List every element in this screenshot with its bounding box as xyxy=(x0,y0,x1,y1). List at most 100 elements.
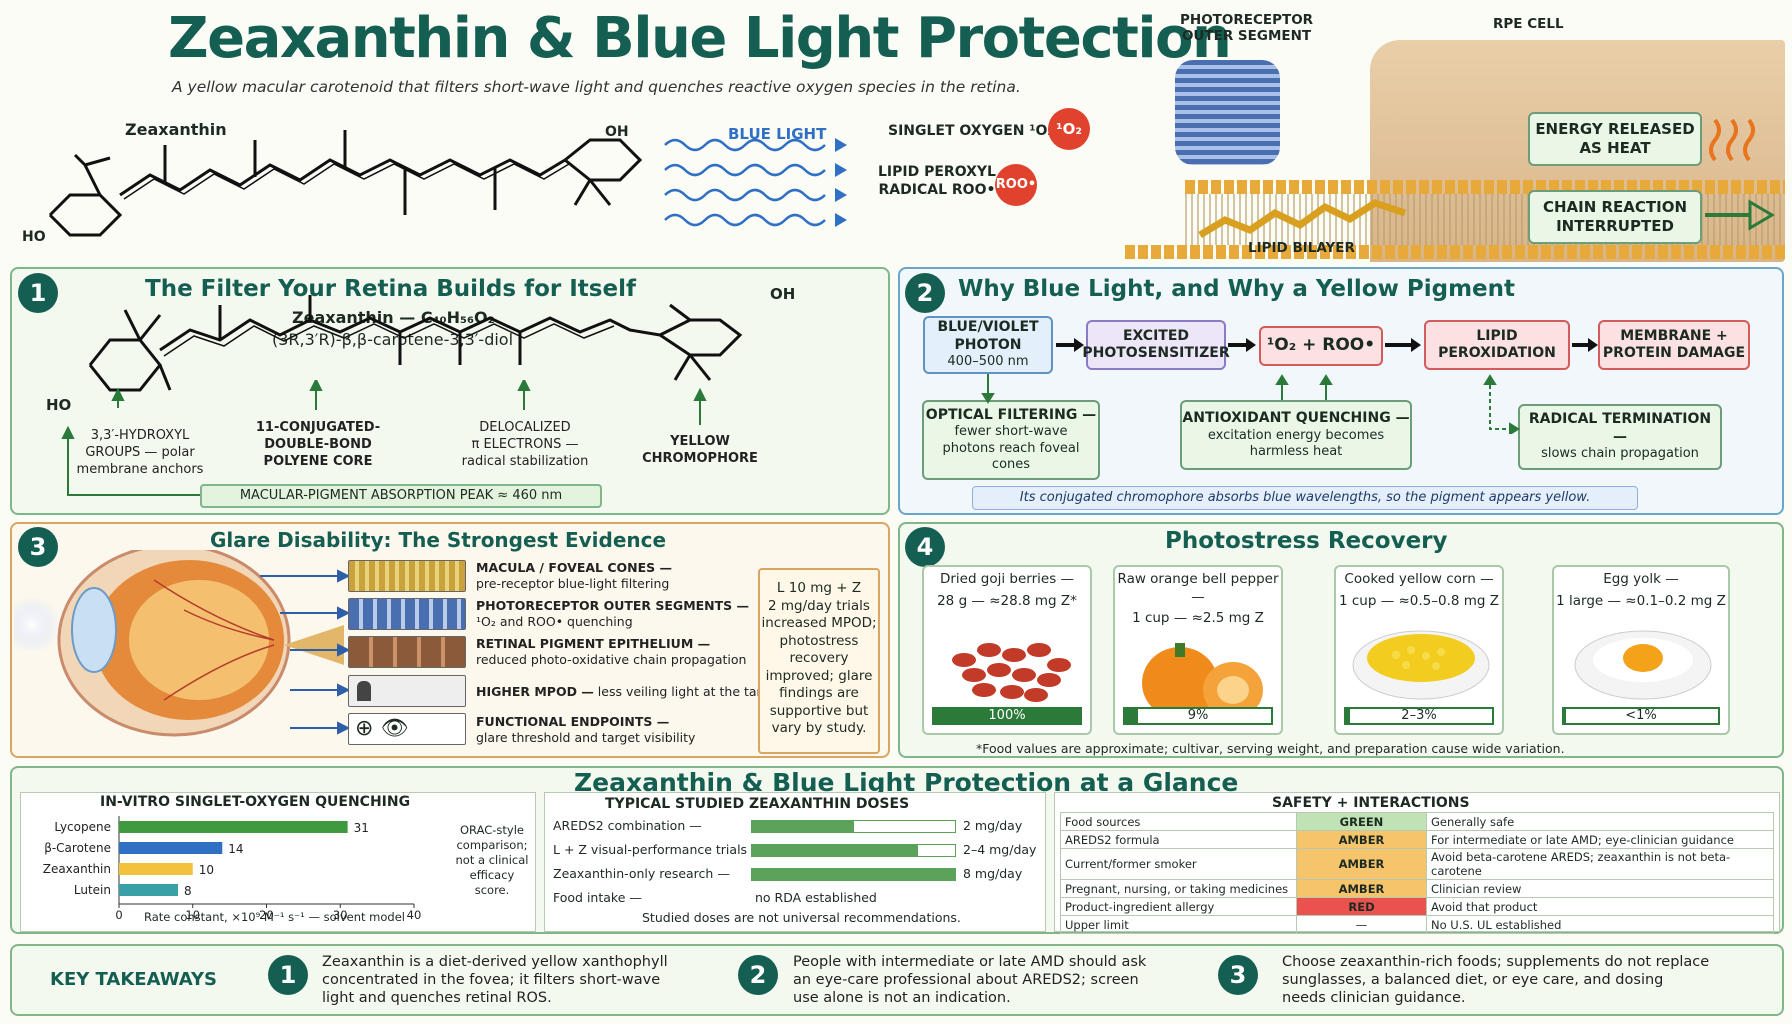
zeaxanthin-structure-top xyxy=(48,130,643,237)
food-amount: 1 cup — ≈2.5 mg Z xyxy=(1132,610,1264,627)
food-bar-fill xyxy=(1125,709,1139,723)
flow-lipid-peroxidation: LIPID PEROXIDATION xyxy=(1424,320,1570,370)
panel1-heading: The Filter Your Retina Builds for Itself xyxy=(145,276,636,302)
food-bar: 9% xyxy=(1123,707,1273,725)
oh-label-panel: OH xyxy=(770,285,796,303)
food-bar-fill xyxy=(1564,709,1567,723)
singlet-oxygen-label: SINGLET OXYGEN ¹O₂ xyxy=(888,123,1054,139)
panel-filter xyxy=(10,267,890,515)
callout-chromophore: YELLOW CHROMOPHORE xyxy=(642,434,758,466)
chart-bar xyxy=(119,842,223,854)
food-bar-label: 2–3% xyxy=(1401,708,1437,723)
layer-item: PHOTORECEPTOR OUTER SEGMENTS —¹O₂ and RO… xyxy=(476,598,750,629)
panel4-number: 4 xyxy=(905,527,945,567)
eye-icon: 👁 xyxy=(380,716,409,741)
food-bar-label: 100% xyxy=(988,708,1026,723)
callout-hydroxyl: 3,3′-HYDROXYL GROUPS — polar membrane an… xyxy=(76,428,204,477)
singlet-oxygen-badge: ¹O₂ xyxy=(1048,108,1090,150)
layer-pointer-arrows xyxy=(260,569,350,735)
panel3-heading: Glare Disability: The Strongest Evidence xyxy=(210,528,667,552)
food-bar-label: 9% xyxy=(1187,708,1209,723)
bell-pepper-illustration xyxy=(1142,642,1263,719)
layer-item: RETINAL PIGMENT EPITHELIUM —reduced phot… xyxy=(476,636,747,667)
panel1-number: 1 xyxy=(18,273,58,313)
chart-value-label: 10 xyxy=(199,863,214,877)
chart-tick-label: 10 xyxy=(185,908,200,922)
roo-badge: ROO• xyxy=(995,164,1037,206)
food-footnote: *Food values are approximate; cultivar, … xyxy=(976,741,1565,756)
food-bar-fill xyxy=(934,709,1080,723)
zeaxanthin-structure-panel xyxy=(88,295,743,392)
quench-chart-box xyxy=(20,792,536,932)
photoreceptor-label: PHOTORECEPTOR OUTER SEGMENT xyxy=(1180,12,1314,45)
quench-chart-note: ORAC-style comparison; not a clinical ef… xyxy=(455,823,529,897)
takeaway-text: Zeaxanthin is a diet-derived yellow xant… xyxy=(322,954,668,1007)
ho-label-top: HO xyxy=(22,229,46,245)
food-card: Egg yolk — 1 large — ≈0.1–0.2 mg Z <1% xyxy=(1552,565,1730,735)
optical-filtering-body: fewer short-wave photons reach foveal co… xyxy=(942,424,1080,472)
molecule-label: Zeaxanthin xyxy=(125,120,227,139)
energy-heat-box: ENERGY RELEASED AS HEAT xyxy=(1528,112,1702,166)
food-name: Dried goji berries — xyxy=(939,571,1075,587)
dose-row: Zeaxanthin-only research —8 mg/day xyxy=(553,866,1023,881)
chart-tick-label: 40 xyxy=(407,908,422,922)
heat-and-arrow-icons xyxy=(1705,118,1775,231)
layer-item: FUNCTIONAL ENDPOINTS —glare threshold an… xyxy=(476,714,696,745)
radical-title: RADICAL TERMINATION — xyxy=(1528,411,1712,445)
panel2-heading: Why Blue Light, and Why a Yellow Pigment xyxy=(958,276,1515,302)
food-card: Cooked yellow corn — 1 cup — ≈0.5–0.8 mg… xyxy=(1334,565,1504,735)
feedback-arrows xyxy=(981,374,1520,434)
flow-arrows xyxy=(1056,338,1598,352)
mpod-thumb xyxy=(348,675,466,707)
antioxidant-title: ANTIOXIDANT QUENCHING — xyxy=(1182,410,1410,426)
food-card: Raw orange bell pepper — 1 cup — ≈2.5 mg… xyxy=(1113,565,1283,735)
takeaway-text: Choose zeaxanthin-rich foods; supplement… xyxy=(1282,954,1710,1007)
quench-chart-title: IN-VITRO SINGLET-OXYGEN QUENCHING xyxy=(100,794,411,810)
optical-filtering-title: OPTICAL FILTERING — xyxy=(925,406,1097,423)
food-name: Cooked yellow corn — xyxy=(1344,571,1494,587)
callout-arrows xyxy=(61,380,707,496)
lipid-bilayer-label: LIPID BILAYER xyxy=(1248,240,1355,256)
food-bar: <1% xyxy=(1562,707,1720,725)
chart-tick-label: 20 xyxy=(259,908,274,922)
food-card: Dried goji berries — 28 g — ≈28.8 mg Z* … xyxy=(922,565,1092,735)
chart-value-label: 31 xyxy=(354,821,369,835)
chain-interrupted-box: CHAIN REACTION INTERRUPTED xyxy=(1528,190,1702,244)
chart-category-label: Lutein xyxy=(74,883,111,897)
takeaway-number: 2 xyxy=(738,955,778,995)
food-bar-label: <1% xyxy=(1625,708,1657,723)
flow-ros: ¹O₂ + ROO• xyxy=(1259,326,1383,366)
panel4-heading: Photostress Recovery xyxy=(1165,528,1448,554)
food-bar-fill xyxy=(1346,709,1350,723)
oh-label-top: OH xyxy=(605,124,629,140)
food-amount: 1 large — ≈0.1–0.2 mg Z xyxy=(1556,592,1726,609)
eye-anatomy-illustration xyxy=(14,550,344,737)
panel2-number: 2 xyxy=(905,273,945,313)
chart-bar xyxy=(119,863,193,875)
radical-termination-box: RADICAL TERMINATION — slows chain propag… xyxy=(1518,404,1722,470)
dose-list: AREDS2 combination —2 mg/day L + Z visua… xyxy=(553,818,1043,910)
dose-title: TYPICAL STUDIED ZEAXANTHIN DOSES xyxy=(605,796,910,812)
takeaway-text: People with intermediate or late AMD sho… xyxy=(793,954,1147,1007)
dose-row: Food intake —no RDA established xyxy=(553,890,877,905)
food-bar: 2–3% xyxy=(1344,707,1494,725)
layer-item: HIGHER MPOD — less veiling light at the … xyxy=(476,684,783,699)
endpoint-thumb: ⊕ 👁 xyxy=(348,713,466,745)
food-name: Raw orange bell pepper — xyxy=(1117,571,1279,605)
takeaway-number: 1 xyxy=(268,955,308,995)
outer-segment-thumb xyxy=(348,598,466,630)
chart-bar xyxy=(119,884,178,896)
callout-electrons: DELOCALIZED π ELECTRONS — radical stabil… xyxy=(461,420,589,469)
flow-photon-label: BLUE/VIOLET PHOTON xyxy=(937,319,1039,353)
page-subtitle: A yellow macular carotenoid that filters… xyxy=(172,78,1021,96)
chart-category-label: Zeaxanthin xyxy=(43,862,111,876)
rpe-cell-label: RPE CELL xyxy=(1493,16,1564,32)
